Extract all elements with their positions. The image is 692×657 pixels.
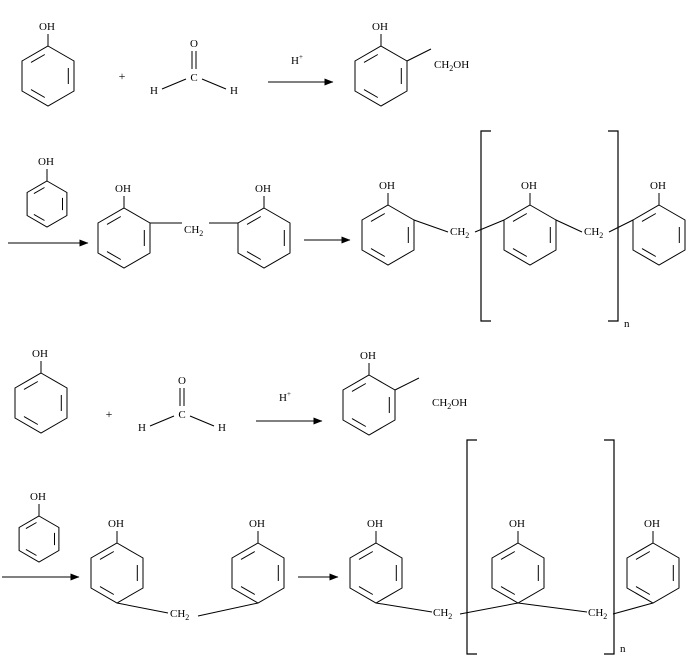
formaldehyde-2-h-right: H — [218, 422, 226, 434]
polymer-bond-2-a — [375, 602, 433, 613]
acid-catalyst-1: H+ — [291, 53, 303, 67]
polymer-bond-1-c — [555, 219, 583, 233]
phenol-ring-1 — [21, 45, 75, 107]
saligenin-ring-1 — [354, 45, 408, 107]
dimer-oh-right-2: OH — [249, 518, 265, 530]
saligenin-ring-2 — [342, 374, 396, 436]
dimer-ch2-label-2: CH2 — [170, 608, 189, 622]
polymer-ring-1-a — [361, 204, 415, 266]
dimer-ring-right-2 — [231, 542, 285, 604]
dimer-ring-left-1 — [97, 207, 151, 269]
polymer-oh-1-b: OH — [521, 180, 537, 192]
polymer-bond-1-d — [608, 219, 634, 233]
bracket-right-1 — [608, 130, 619, 322]
polymer-ring-1-b — [503, 204, 557, 266]
polymer-ring-2-a — [349, 542, 403, 604]
formaldehyde-2-oxygen: O — [178, 375, 186, 387]
dimer-oh-right-1: OH — [255, 183, 271, 195]
polymer-ch2-2-b: CH2 — [588, 607, 607, 621]
phenol-small-ring-1 — [26, 180, 68, 228]
polymer-ring-2-c — [626, 542, 680, 604]
dimer-ring-left-2 — [90, 542, 144, 604]
phenol-oh-1: OH — [39, 21, 55, 33]
polymer-ch2-2-a: CH2 — [433, 607, 452, 621]
dimer-oh-left-1: OH — [115, 183, 131, 195]
phenol-ring-2 — [14, 372, 68, 434]
acid-catalyst-2: H+ — [279, 390, 291, 404]
dimer-ch2-label-1: CH2 — [184, 224, 203, 238]
bracket-right-2 — [604, 439, 615, 655]
polymer-oh-2-b: OH — [509, 518, 525, 530]
ch2oh-bond-2 — [394, 377, 420, 391]
dimer-bridge-a-2 — [116, 602, 169, 614]
polymer-ch2-1-b: CH2 — [584, 226, 603, 240]
saligenin-oh-2: OH — [360, 350, 376, 362]
polymer-bond-1-b — [474, 219, 505, 233]
ch2oh-bond-1 — [406, 48, 432, 62]
polymer-bond-2-b — [459, 602, 519, 615]
dimer-bridge-b-2 — [197, 602, 259, 617]
reaction-arrows — [2, 78, 351, 581]
phenol-oh-2: OH — [32, 348, 48, 360]
polymer-oh-2-a: OH — [367, 518, 383, 530]
formaldehyde-1-carbon: C — [190, 72, 197, 84]
ch2oh-label-1: CH2OH — [434, 59, 469, 73]
plus-sign-2: + — [106, 407, 113, 421]
polymer-bond-2-c — [517, 602, 588, 613]
formaldehyde-1-h-left: H — [150, 85, 158, 97]
formaldehyde-1 — [161, 51, 227, 90]
polymer-ch2-1-a: CH2 — [450, 226, 469, 240]
dimer-ring-right-1 — [237, 207, 291, 269]
bracket-left-2 — [466, 439, 477, 655]
polymer-ring-2-b — [491, 542, 545, 604]
bracket-left-1 — [480, 130, 491, 322]
plus-sign-1: + — [119, 69, 126, 83]
formaldehyde-1-oxygen: O — [190, 38, 198, 50]
dimer-oh-left-2: OH — [108, 518, 124, 530]
phenol-small-oh-2: OH — [30, 491, 46, 503]
formaldehyde-2-h-left: H — [138, 422, 146, 434]
polymer-ring-1-c — [632, 204, 686, 266]
polymer-oh-1-c: OH — [650, 180, 666, 192]
polymer-oh-1-a: OH — [379, 180, 395, 192]
bonds — [38, 34, 660, 617]
polymer-bond-1-a — [413, 219, 449, 233]
phenol-small-ring-2 — [18, 515, 60, 563]
polymer-bond-2-d — [612, 602, 654, 615]
formaldehyde-1-h-right: H — [230, 85, 238, 97]
formaldehyde-2-carbon: C — [178, 409, 185, 421]
saligenin-oh-1: OH — [372, 21, 388, 33]
polymer-brackets — [466, 130, 619, 655]
repeat-n-2: n — [620, 643, 626, 655]
phenol-small-oh-1: OH — [38, 156, 54, 168]
formaldehyde-2 — [149, 388, 215, 427]
polymer-oh-2-c: OH — [644, 518, 660, 530]
repeat-n-1: n — [624, 318, 630, 330]
ch2oh-label-2: CH2OH — [432, 397, 467, 411]
